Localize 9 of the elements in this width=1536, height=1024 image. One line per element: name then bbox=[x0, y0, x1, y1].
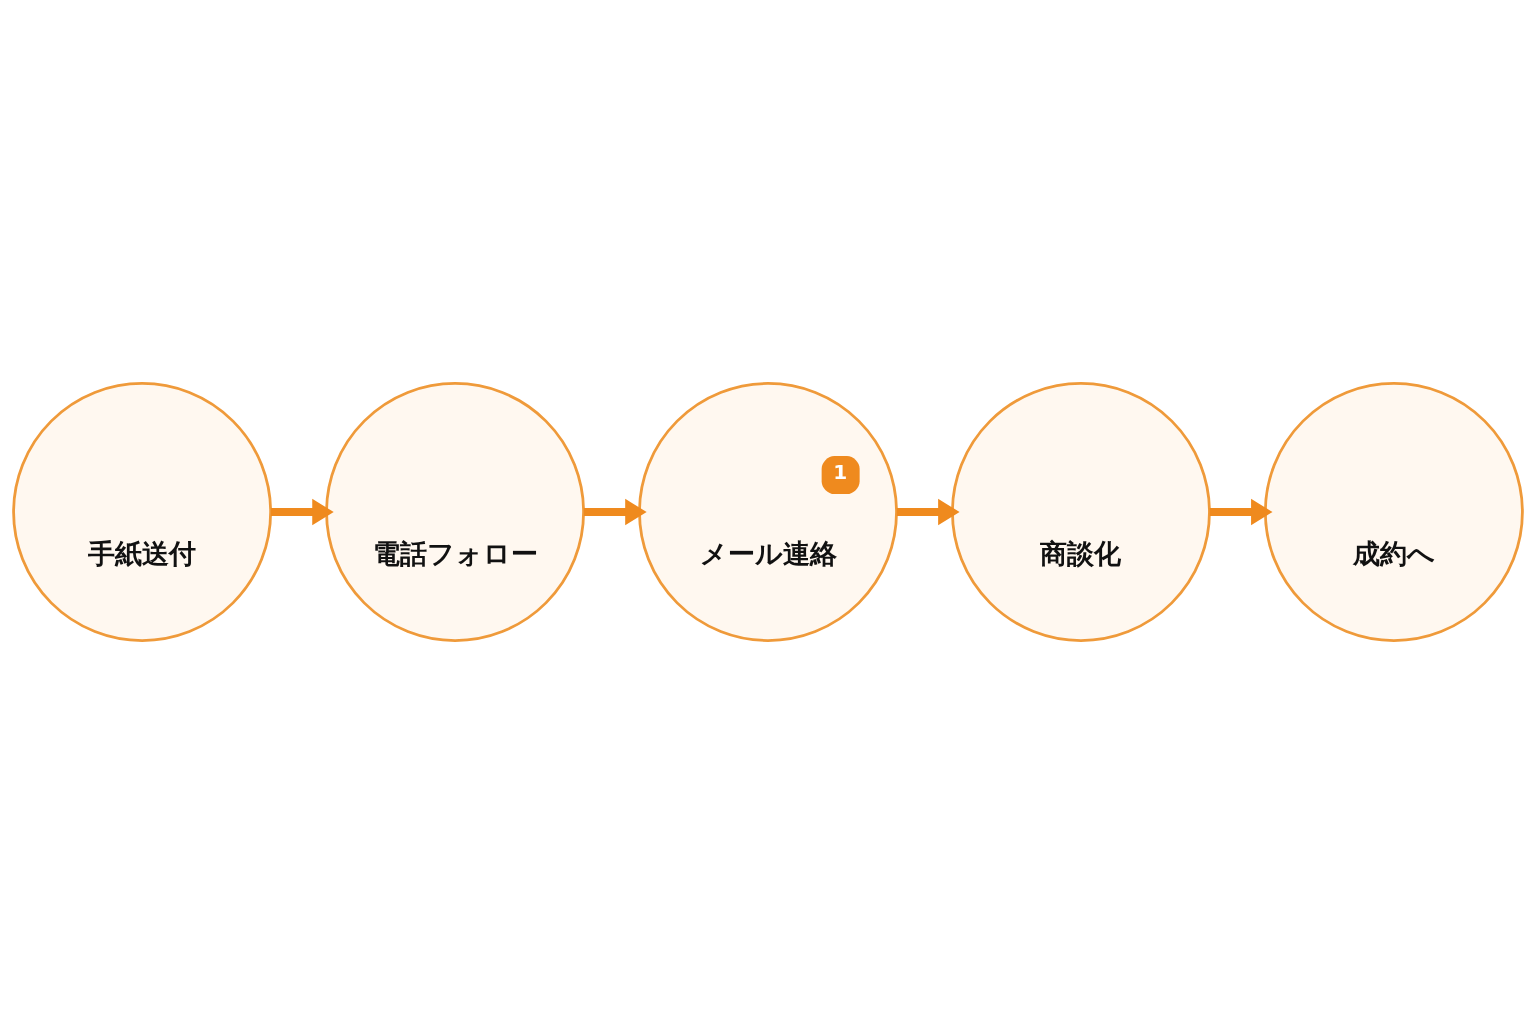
node-circle: 電話フォロー bbox=[325, 382, 585, 642]
node-circle: 商談化 bbox=[951, 382, 1211, 642]
arrow bbox=[1209, 498, 1273, 526]
node-circle: 1 メール連絡 bbox=[638, 382, 898, 642]
node-circle: 成約へ bbox=[1263, 382, 1524, 642]
arrow bbox=[896, 498, 960, 526]
arrow bbox=[270, 498, 334, 526]
arrow bbox=[583, 498, 647, 526]
node-circle: 手紙送付 bbox=[12, 382, 273, 642]
